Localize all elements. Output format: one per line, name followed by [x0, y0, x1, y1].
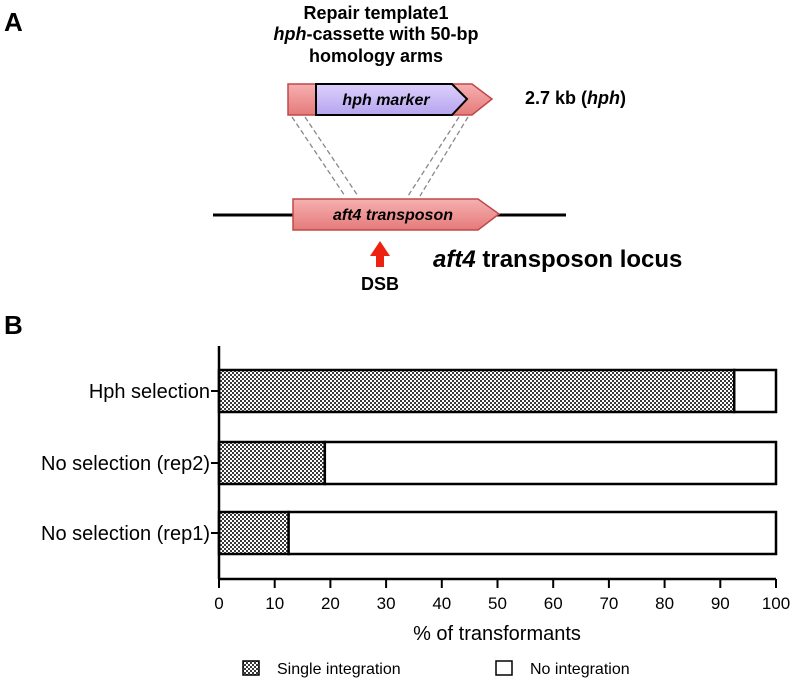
- aft4-transposon-label: aft4 transposon: [333, 207, 453, 224]
- category-label: Hph selection: [89, 381, 210, 403]
- chart-bars: [217, 368, 778, 556]
- bar-segment-no-integration: [323, 440, 778, 486]
- locus-title-italic: aft4: [433, 246, 476, 273]
- locus-title-rest: transposon locus: [476, 246, 683, 273]
- legend-label-no-integration: No integration: [530, 661, 630, 678]
- homology-lines: [291, 116, 469, 197]
- bar-segment-no-integration: [287, 510, 778, 556]
- x-tick-label: 40: [432, 594, 451, 613]
- bar-segment-single-integration: [217, 440, 327, 486]
- panel-b-letter: B: [4, 310, 23, 340]
- hph-marker-arrow: [315, 83, 469, 116]
- x-tick-label: 0: [214, 594, 223, 613]
- bar-segment-single-integration: [217, 510, 290, 556]
- dsb-arrow-icon: [370, 241, 390, 267]
- x-tick-label: 10: [265, 594, 284, 613]
- template-title-line2-rest: -cassette with 50-bp: [306, 24, 478, 44]
- size-label-close: ): [620, 88, 626, 108]
- dsb-label: DSB: [361, 274, 399, 294]
- hph-marker-label: hph marker: [342, 92, 430, 109]
- category-label: No selection (rep1): [41, 523, 210, 545]
- x-tick-label: 100: [762, 594, 790, 613]
- panel-a-letter: A: [4, 7, 23, 37]
- legend-swatch-no-integration: [495, 660, 513, 676]
- aft4-transposon-arrow: [292, 198, 501, 231]
- x-tick-label: 20: [321, 594, 340, 613]
- template-title-line2: hph-cassette with 50-bp: [273, 24, 478, 44]
- x-tick-label: 90: [711, 594, 730, 613]
- repair-template-cassette: hph marker: [287, 83, 494, 116]
- legend-label-single-integration: Single integration: [277, 661, 401, 678]
- size-label-bold: 2.7 kb (: [525, 88, 587, 108]
- x-tick-label: 50: [488, 594, 507, 613]
- chart-legend: Single integration No integration: [242, 660, 630, 678]
- x-tick-label: 30: [377, 594, 396, 613]
- bar-segment-single-integration: [217, 368, 736, 414]
- locus-title: aft4 transposon locus: [433, 246, 682, 273]
- legend-swatch-single-integration: [242, 660, 260, 676]
- x-tick-label: 60: [544, 594, 563, 613]
- size-label-italic: hph: [587, 88, 620, 108]
- x-axis-title: % of transformants: [413, 623, 581, 645]
- category-label: No selection (rep2): [41, 453, 210, 475]
- category-labels: Hph selection No selection (rep2) No selec…: [41, 381, 210, 545]
- bar-segment-no-integration: [732, 368, 778, 414]
- x-tick-label: 70: [599, 594, 618, 613]
- bar-chart: Hph selection No selection (rep2) No selec…: [41, 346, 790, 645]
- template-title-line3: homology arms: [309, 46, 443, 66]
- template-title-line1: Repair template1: [303, 3, 448, 23]
- x-tick-label: 80: [655, 594, 674, 613]
- cassette-size-label: 2.7 kb (hph): [525, 88, 626, 108]
- chart-axes: 0 10 20 30 40 50 60 70 80 90 100: [211, 346, 790, 613]
- transposon-locus: aft4 transposon: [213, 198, 566, 231]
- template-title-line2-italic: hph: [273, 24, 306, 44]
